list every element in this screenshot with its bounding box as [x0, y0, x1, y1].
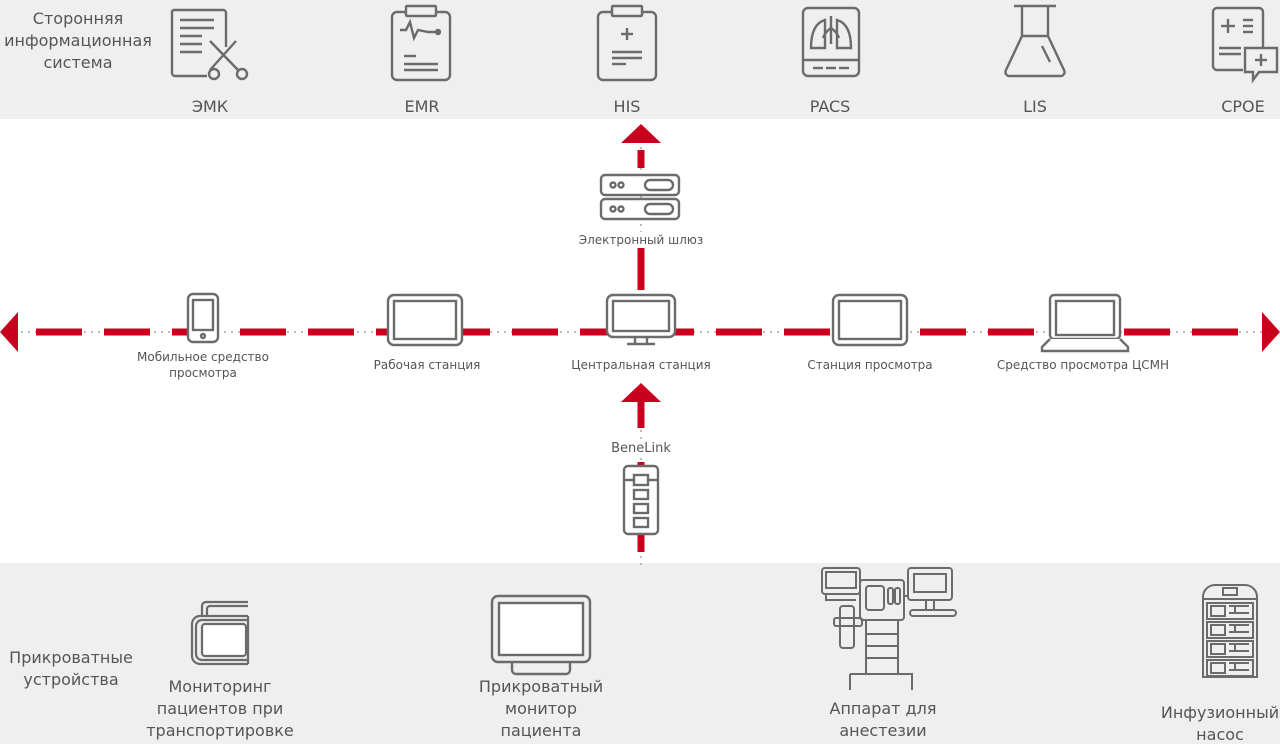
label-line: Аппарат для	[829, 699, 937, 718]
device-label-transport-monitoring: Мониторинг пациентов при транспортировке	[130, 676, 310, 742]
network-node-label-mobile: Мобильное средство просмотра	[110, 349, 296, 381]
system-label-pacs: PACS	[809, 97, 851, 116]
system-label-lis: LIS	[1023, 97, 1047, 116]
flask-icon[interactable]	[1004, 4, 1066, 78]
system-label-cpoe: CPOE	[1221, 97, 1265, 116]
label-line: Мониторинг	[168, 677, 272, 696]
benelink-module-icon[interactable]	[622, 464, 660, 536]
label-line: Сторонняя	[32, 9, 124, 28]
order-chat-icon[interactable]	[1211, 6, 1280, 84]
label-line: Мобильное средство	[137, 350, 269, 364]
system-label-emk: ЭМК	[191, 97, 229, 116]
label-line: пациентов при	[156, 699, 284, 718]
device-label-bedside-monitor: Прикроватный монитор пациента	[450, 676, 632, 742]
left-arrow-head	[0, 312, 18, 352]
system-label-his: HIS	[613, 97, 641, 116]
desktop-monitor-icon[interactable]	[605, 293, 677, 347]
right-arrow-head	[1262, 312, 1280, 352]
label-line: система	[43, 53, 113, 72]
third-party-systems-label: Сторонняя информационная система	[0, 8, 156, 74]
label-line: просмотра	[169, 366, 237, 380]
infusion-pump-icon[interactable]	[1201, 583, 1259, 678]
laptop-icon[interactable]	[1040, 293, 1130, 353]
label-line: Прикроватные	[9, 648, 133, 667]
label-line: информационная	[4, 31, 152, 50]
document-scissors-icon[interactable]	[170, 6, 250, 82]
tablet-icon[interactable]	[831, 293, 909, 347]
label-line: насос	[1196, 725, 1244, 744]
device-label-infusion-pump: Инфузионный насос	[1140, 702, 1280, 746]
network-node-label-viewing-station: Станция просмотра	[807, 358, 933, 372]
label-line: транспортировке	[146, 721, 294, 740]
bedside-monitor-icon[interactable]	[490, 594, 592, 676]
mobile-phone-icon[interactable]	[186, 292, 220, 344]
gateway-label: Электронный шлюз	[560, 232, 722, 248]
benelink-label: BeneLink	[592, 441, 690, 457]
network-node-label-cms-viewer: Средство просмотра ЦСМН	[996, 358, 1170, 372]
server-icon[interactable]	[599, 173, 681, 221]
bedside-devices-label: Прикроватные устройства	[0, 647, 142, 691]
label-line: Инфузионный	[1160, 703, 1280, 722]
anesthesia-machine-icon[interactable]	[820, 566, 958, 692]
label-line: Прикроватный	[478, 677, 604, 696]
up-arrow-head-his	[621, 124, 661, 143]
clipboard-ecg-icon[interactable]	[390, 4, 452, 82]
label-line: устройства	[23, 670, 119, 689]
clipboard-plus-icon[interactable]	[596, 4, 658, 82]
system-label-emr: EMR	[404, 97, 440, 116]
label-line: анестезии	[839, 721, 927, 740]
tablet-icon[interactable]	[386, 293, 464, 347]
lungs-tablet-icon[interactable]	[801, 6, 861, 78]
network-node-label-central-station: Центральная станция	[571, 358, 711, 372]
label-line: пациента	[500, 721, 582, 740]
label-line: монитор	[505, 699, 577, 718]
transport-monitor-icon[interactable]	[188, 600, 252, 668]
device-label-anesthesia-machine: Аппарат для анестезии	[790, 698, 976, 742]
network-node-label-workstation: Рабочая станция	[373, 358, 481, 372]
up-arrow-head-central	[621, 383, 661, 402]
